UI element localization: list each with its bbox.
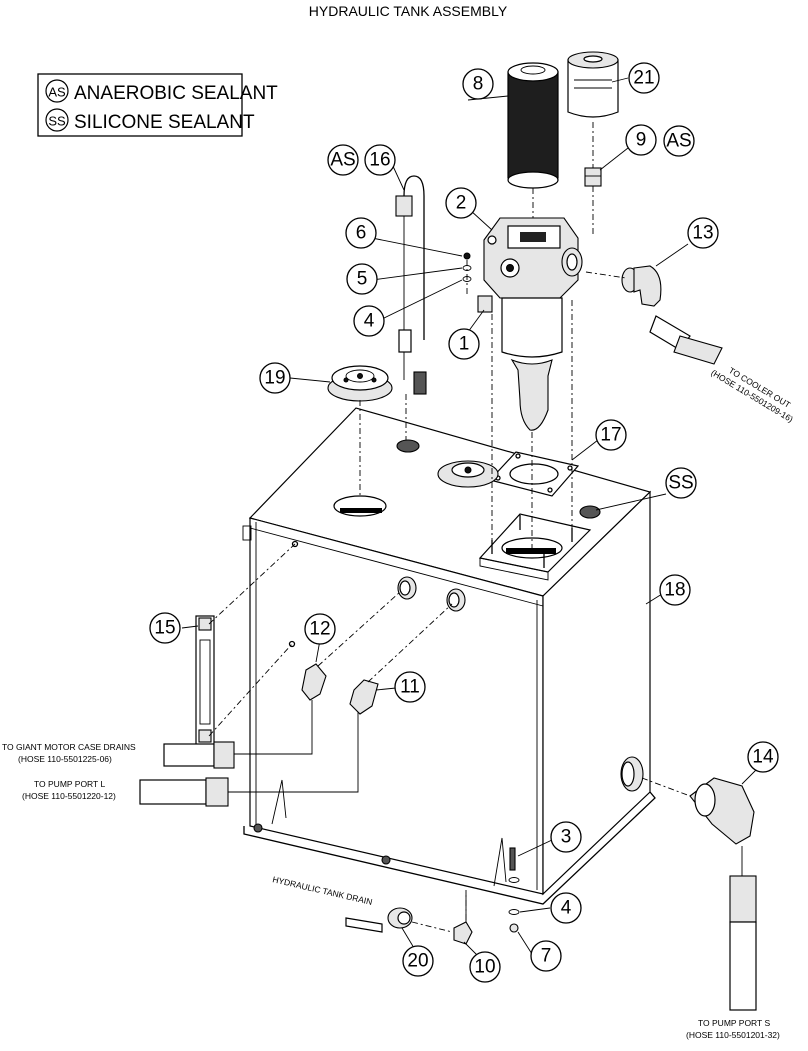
callout-4-bottom: 4 [550,892,582,924]
callout-7: 7 [530,940,562,972]
filter-mount-plate [478,513,592,581]
callout-number: 5 [357,269,368,290]
sealant-tag-tank: SS [665,467,697,499]
callout-number: 21 [633,68,654,89]
callout-1: 1 [448,328,480,360]
callout-number: 4 [364,311,375,332]
callout-3: 3 [550,821,582,853]
callout-number: 12 [309,619,330,640]
callout-number: 7 [541,946,552,967]
spin-on-filter [567,51,619,118]
callout-number: 9 [636,130,647,151]
cover-plate [437,460,499,488]
note-pump-s-line1: TO PUMP PORT S [698,1018,770,1028]
sealant-tag-16: AS [327,144,359,176]
callout-9: 9 [625,124,657,156]
callout-number: 11 [400,677,420,698]
sealant-tag-text: AS [330,150,355,171]
hose-giant-motor [163,700,313,769]
callout-19: 19 [259,362,291,394]
callout-number: 10 [474,957,495,978]
callout-21: 21 [628,62,660,94]
elbow-fitting-13 [621,265,723,365]
note-tank-drain: HYDRAULIC TANK DRAIN [272,874,374,907]
drawing-title: HYDRAULIC TANK ASSEMBLY [309,3,508,19]
sight-gauge [195,615,215,747]
note-tank-drain-text: HYDRAULIC TANK DRAIN [272,874,374,907]
elbow-fitting-12 [301,663,327,701]
callout-number: 2 [456,193,467,214]
callout-12: 12 [304,613,336,645]
callout-number: 13 [692,223,713,244]
note-cooler-out: TO COOLER OUT (HOSE 110-5501209-16) [709,365,795,424]
note-pump-port-s: TO PUMP PORT S (HOSE 110-5501201-32) [686,1018,780,1040]
fitting-9 [584,167,602,187]
hose-pump-port-l [139,712,359,807]
note-pump-l-line2: (HOSE 110-5501220-12) [22,791,116,801]
drain-elbow [453,921,473,945]
callout-11: 11 [394,671,426,703]
leader-lines [181,77,757,957]
assembly-centerlines [208,122,691,933]
temperature-sender [395,175,427,395]
legend-symbol-ss: SS [48,114,66,129]
callout-number: 4 [561,898,572,919]
callout-18: 18 [659,574,691,606]
drain-valve [345,907,413,933]
legend-text-silicone: SILICONE SEALANT [74,112,255,133]
callout-number: 3 [561,827,572,848]
callout-17: 17 [595,419,627,451]
sealant-tag-text: AS [666,131,691,152]
sealant-tag-text: SS [668,473,693,494]
callout-number: 1 [459,334,470,355]
callout-number: 14 [752,747,774,768]
callout-5: 5 [346,263,378,295]
callout-number: 16 [369,150,390,171]
note-giant-motor-line1: TO GIANT MOTOR CASE DRAINS [2,742,136,752]
legend-row-silicone: SS SILICONE SEALANT [45,108,255,133]
filter-element [507,62,559,189]
callout-14: 14 [747,741,779,773]
note-pump-l-line1: TO PUMP PORT L [34,779,105,789]
callout-10: 10 [469,951,501,983]
legend-symbol-as: AS [48,85,66,100]
callout-number: 8 [473,74,484,95]
sealant-tag-9: AS [663,125,695,157]
callout-2: 2 [445,187,477,219]
filter-head [483,217,583,431]
note-giant-motor: TO GIANT MOTOR CASE DRAINS (HOSE 110-550… [2,742,136,764]
callout-13: 13 [687,217,719,249]
callout-number: 6 [356,223,367,244]
callout-20: 20 [402,945,434,977]
callout-number: 20 [407,951,428,972]
callout-4-top: 4 [353,305,385,337]
elbow-fitting-11 [349,679,379,715]
elbow-fitting-14 [689,777,757,1011]
callout-number: 17 [600,425,621,446]
callout-15: 15 [149,612,181,644]
legend-text-anaerobic: ANAEROBIC SEALANT [74,83,278,104]
callout-number: 15 [154,618,175,639]
callout-8: 8 [462,68,494,100]
callout-number: 19 [264,368,285,389]
fitting-1 [477,295,493,313]
legend-row-anaerobic: AS ANAEROBIC SEALANT [45,79,278,104]
note-pump-port-l: TO PUMP PORT L (HOSE 110-5501220-12) [22,779,116,801]
breather-cap [327,365,393,402]
bottom-hardware [508,847,520,933]
callout-number: 18 [664,580,685,601]
callout-16: 16 [364,144,396,176]
callout-6: 6 [345,217,377,249]
gasket [488,451,580,497]
note-pump-s-line2: (HOSE 110-5501201-32) [686,1030,780,1040]
hydraulic-tank [242,407,656,924]
note-giant-motor-line2: (HOSE 110-5501225-06) [18,754,112,764]
sealant-legend: AS ANAEROBIC SEALANT SS SILICONE SEALANT [37,73,278,137]
